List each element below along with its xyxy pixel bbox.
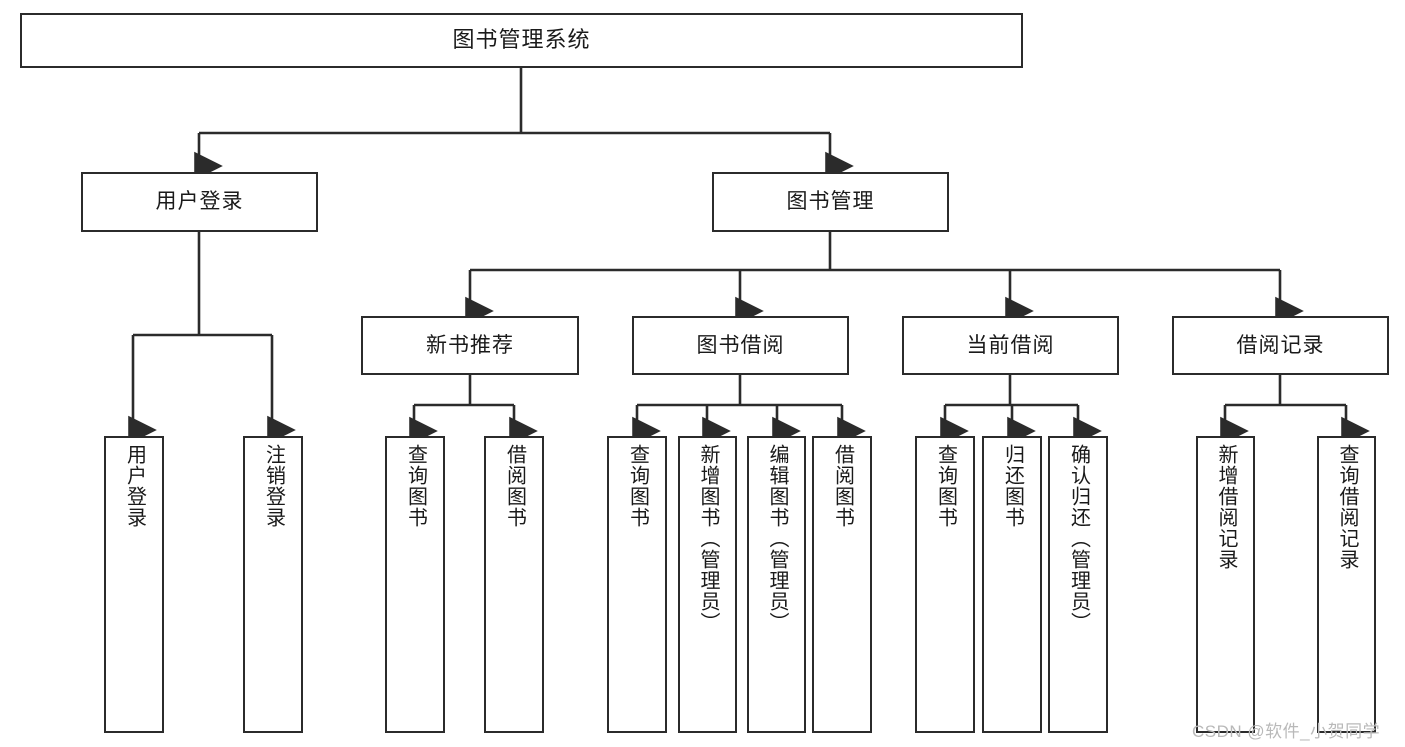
leaf-new-book-query-book[interactable]: 查询图书 [385, 436, 445, 733]
leaf-current-borrow-confirm-return-admin[interactable]: 确认归还（管理员） [1048, 436, 1108, 733]
leaf-new-book-borrow-book[interactable]: 借阅图书 [484, 436, 544, 733]
leaf-borrow-record-add-record[interactable]: 新增借阅记录 [1196, 436, 1255, 733]
csdn-watermark: CSDN @软件_小贺同学 [1192, 722, 1381, 741]
leaf-current-borrow-query-book[interactable]: 查询图书 [915, 436, 975, 733]
node-label: 新书推荐 [426, 333, 514, 357]
node-new-book-recommend[interactable]: 新书推荐 [361, 316, 579, 375]
node-label: 借阅记录 [1236, 333, 1325, 357]
node-label: 图书管理 [786, 190, 875, 214]
node-label: 确认归还（管理员） [1067, 444, 1090, 633]
node-book-borrow[interactable]: 图书借阅 [632, 316, 849, 375]
node-label: 查询图书 [626, 444, 649, 528]
node-label: 当前借阅 [966, 333, 1055, 357]
node-label: 查询图书 [404, 444, 427, 528]
leaf-current-borrow-return-book[interactable]: 归还图书 [982, 436, 1042, 733]
node-label: 新增图书（管理员） [697, 444, 719, 633]
node-book-management[interactable]: 图书管理 [712, 172, 949, 232]
node-label: 图书管理系统 [452, 27, 591, 53]
node-label: 查询图书 [934, 444, 957, 528]
leaf-borrow-record-query-record[interactable]: 查询借阅记录 [1317, 436, 1376, 733]
node-label: 编辑图书（管理员） [766, 444, 788, 633]
node-user-login[interactable]: 用户登录 [81, 172, 318, 232]
leaf-book-borrow-add-book-admin[interactable]: 新增图书（管理员） [678, 436, 737, 733]
node-current-borrow[interactable]: 当前借阅 [902, 316, 1119, 375]
node-label: 归还图书 [1001, 444, 1024, 528]
node-label: 用户登录 [155, 190, 244, 214]
node-borrow-record[interactable]: 借阅记录 [1172, 316, 1389, 375]
leaf-book-borrow-borrow-book[interactable]: 借阅图书 [812, 436, 872, 733]
leaf-book-borrow-query-book[interactable]: 查询图书 [607, 436, 667, 733]
node-label: 注销登录 [262, 444, 285, 528]
node-root-book-management-system[interactable]: 图书管理系统 [20, 13, 1023, 68]
node-label: 借阅图书 [831, 444, 854, 528]
leaf-user-login-logout[interactable]: 注销登录 [243, 436, 303, 733]
leaf-user-login-login[interactable]: 用户登录 [104, 436, 164, 733]
node-label: 借阅图书 [503, 444, 526, 528]
node-label: 查询借阅记录 [1336, 444, 1358, 570]
node-label: 新增借阅记录 [1215, 444, 1237, 570]
node-label: 图书借阅 [696, 333, 785, 357]
node-label: 用户登录 [123, 444, 146, 528]
leaf-book-borrow-edit-book-admin[interactable]: 编辑图书（管理员） [747, 436, 806, 733]
